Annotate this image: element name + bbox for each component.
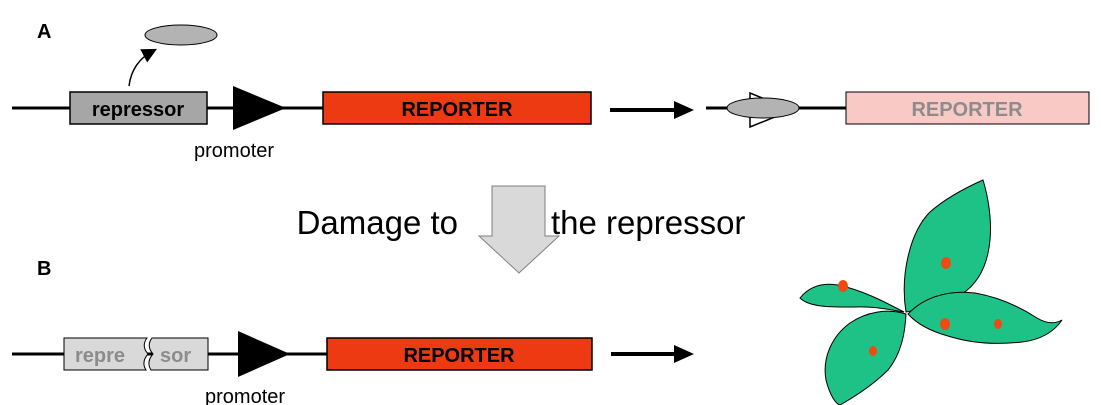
leaf-top <box>903 179 991 313</box>
panel-b: B repre sor promoter REPORTER <box>12 179 1063 405</box>
repressor-protein <box>144 24 218 46</box>
reporter-spot <box>994 319 1002 329</box>
promoter-triangle-a <box>233 86 286 130</box>
repressor-gene-label: repressor <box>92 99 184 121</box>
damaged-repressor-gene: repre sor <box>63 337 209 371</box>
result-arrow-a <box>610 101 694 119</box>
damage-transition: Damage to the repressor <box>297 185 745 274</box>
leaf-bottom <box>824 310 907 405</box>
promoter-label-b: promoter <box>205 386 285 405</box>
panel-b-label: B <box>37 258 51 280</box>
down-arrow-icon <box>477 185 561 274</box>
reporter-label-b: REPORTER <box>403 345 515 367</box>
reporter-gene-off: REPORTER <box>845 91 1090 125</box>
promoter-label-a: promoter <box>194 140 274 162</box>
reporter-spot <box>838 280 848 292</box>
plant-leaves-illustration <box>799 179 1063 405</box>
promoter-triangle-b <box>238 331 290 377</box>
reporter-spot <box>941 257 951 269</box>
panel-a-label: A <box>37 21 51 43</box>
leaf-right <box>907 291 1063 344</box>
damage-text-right: the repressor <box>551 204 745 241</box>
result-arrow-b <box>611 345 694 363</box>
repressor-gene: repressor <box>69 91 208 125</box>
damaged-repressor-label-left: repre <box>75 345 125 367</box>
expression-arrow <box>128 48 157 87</box>
reporter-spot <box>940 318 950 330</box>
reporter-spot <box>869 346 877 356</box>
reporter-label-a: REPORTER <box>401 99 513 121</box>
reporter-gene-a: REPORTER <box>322 91 592 125</box>
reporter-gene-b: REPORTER <box>326 337 593 371</box>
panel-a: A repressor promoter REPORTER <box>12 21 1090 162</box>
bound-repressor-protein <box>726 97 800 119</box>
damage-text-left: Damage to <box>297 204 458 241</box>
reporter-off-label: REPORTER <box>911 99 1023 121</box>
leaf-left <box>799 283 905 313</box>
damaged-repressor-label-right: sor <box>160 345 191 367</box>
